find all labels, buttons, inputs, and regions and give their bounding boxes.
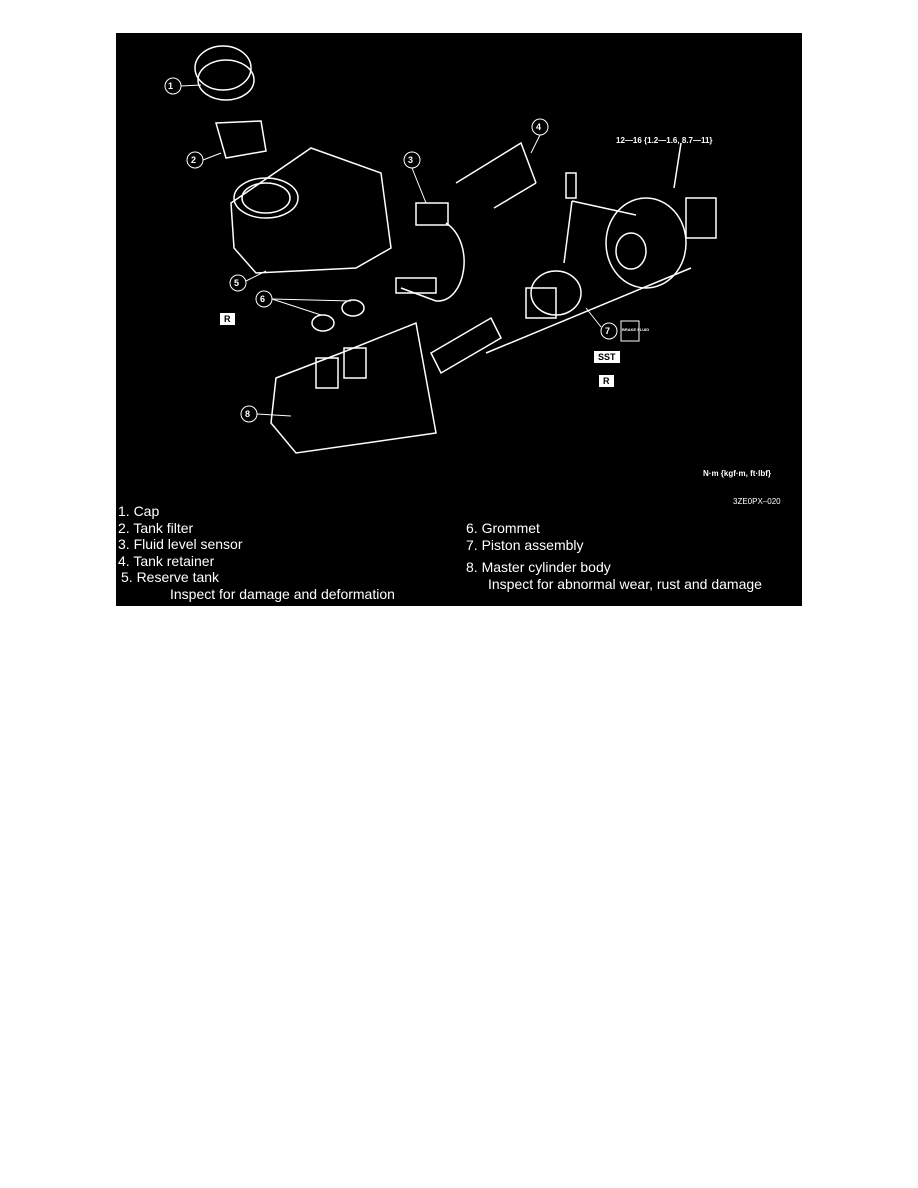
legend-note-master-cylinder-body: Inspect for abnormal wear, rust and dama…: [488, 575, 762, 592]
callout-6: 6: [260, 294, 266, 304]
callout-5: 5: [234, 278, 240, 288]
legend-item-piston-assembly: 7. Piston assembly: [466, 536, 584, 553]
grommet-part: [311, 314, 335, 332]
tank-filter-part: [215, 120, 267, 159]
legend-item-tank-retainer: 4. Tank retainer: [118, 552, 215, 569]
spring-part: [430, 316, 502, 375]
figure-code: 3ZE0PX–020: [733, 497, 781, 506]
sst-tag: SST: [594, 351, 620, 363]
reserve-tank-part: [230, 147, 392, 274]
exploded-diagram-master-cylinder: 1 2 3 4 5 6 7 8 BRAKE FLUID R SST R 12—1…: [116, 33, 802, 606]
cap-part: [194, 45, 252, 91]
torque-spec: 12—16 {1.2—1.6, 8.7—11}: [616, 136, 713, 145]
legend-item-reserve-tank: 5. Reserve tank: [121, 569, 220, 585]
replace-tag-2: R: [599, 375, 614, 387]
callout-3: 3: [408, 155, 414, 165]
replace-tag: R: [220, 313, 235, 325]
callout-4: 4: [536, 122, 542, 132]
legend-item-grommet: 6. Grommet: [466, 520, 540, 536]
legend-item-master-cylinder-body: 8. Master cylinder body: [466, 559, 611, 575]
tank-retainer-part: [455, 141, 537, 209]
callout-8: 8: [245, 409, 251, 419]
legend-item-cap: 1. Cap: [118, 503, 160, 519]
legend-item-fluid-level-sensor: 3. Fluid level sensor: [118, 536, 243, 552]
legend-note-reserve-tank: Inspect for damage and deformation: [170, 585, 395, 602]
callout-2: 2: [191, 155, 197, 165]
legend-item-tank-filter: 2. Tank filter: [118, 519, 194, 536]
callout-7: 7: [605, 326, 611, 336]
master-cylinder-body-part: [270, 321, 437, 454]
legend-right: 6. Grommet 7. Piston assembly 8. Master …: [466, 520, 762, 592]
fluid-level-sensor-part: [415, 202, 449, 226]
units-note: N·m {kgf·m, ft·lbf}: [703, 469, 771, 478]
diagram-art: [164, 45, 717, 454]
brake-fluid-label: BRAKE FLUID: [622, 327, 650, 332]
callout-1: 1: [168, 81, 174, 91]
legend-left: 1. Cap 2. Tank filter 3. Fluid level sen…: [118, 503, 395, 602]
